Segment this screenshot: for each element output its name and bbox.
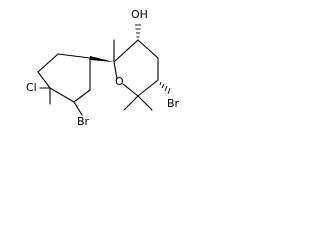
- bond: [37, 71, 51, 89]
- bond-methyl: [123, 95, 139, 111]
- bond: [122, 83, 139, 97]
- bond: [37, 53, 59, 73]
- hashed-bond-bromine-right: [159, 81, 171, 95]
- cyclohexane-ring: [37, 53, 91, 103]
- bromine-left-label: Br: [77, 115, 90, 128]
- bond-bromine-left: [73, 101, 83, 116]
- wedge-bond: [90, 56, 114, 62]
- bond: [137, 79, 159, 97]
- tetrahydropyran-ring: [113, 39, 159, 97]
- bond: [113, 61, 118, 80]
- bond: [57, 53, 91, 59]
- bromine-right-label: Br: [167, 97, 180, 110]
- chemical-structure-diagram: OH O Cl Br Br: [26, 8, 180, 128]
- bond-methyl: [137, 95, 153, 111]
- chlorine-label: Cl: [26, 81, 37, 94]
- hashed-bond-hydroxyl: [135, 24, 141, 38]
- bond: [137, 39, 159, 59]
- bond: [73, 89, 91, 103]
- ring-oxygen-label: O: [115, 75, 124, 88]
- bond: [49, 87, 75, 103]
- bond: [113, 39, 139, 63]
- hydroxyl-label: OH: [131, 8, 148, 21]
